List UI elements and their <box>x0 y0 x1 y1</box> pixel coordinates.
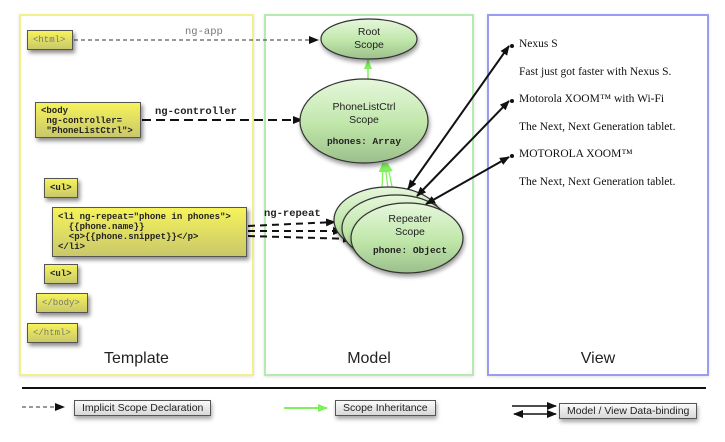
ng-repeat-label: ng-repeat <box>264 208 321 220</box>
view-panel-title: View <box>580 350 616 367</box>
ul-close-tag-box: <ul> <box>44 264 78 284</box>
controller-scope-label: PhoneListCtrl Scope <box>314 101 414 127</box>
binding-arrow-2 <box>416 100 510 197</box>
repeater-scope-property: phone: Object <box>372 245 448 256</box>
view-item-3-name: MOTOROLA XOOM™ <box>519 148 633 160</box>
controller-scope-property: phones: Array <box>326 136 402 147</box>
model-panel-title: Model <box>347 350 391 367</box>
ng-repeat-arrow-3 <box>247 234 353 243</box>
root-scope-label: Root Scope <box>329 26 409 52</box>
view-panel: View <box>487 14 709 376</box>
ng-repeat-arrow-1 <box>247 218 336 227</box>
legend-scope-inheritance: Scope Inheritance <box>335 400 436 416</box>
repeater-scope-line1: Repeater <box>388 213 432 225</box>
legend-implicit-scope: Implicit Scope Declaration <box>74 400 212 416</box>
inheritance-arrow-repeater-1 <box>378 162 387 191</box>
view-bullet-3 <box>510 154 514 158</box>
controller-scope-line1: PhoneListCtrl <box>332 101 396 113</box>
view-item-2-name: Motorola XOOM™ with Wi-Fi <box>519 93 665 105</box>
repeater-scope-label: Repeater Scope <box>370 213 450 239</box>
repeater-scope-node-front <box>350 202 464 274</box>
ul-open-tag-box: <ul> <box>44 178 78 198</box>
view-item-2-snippet: The Next, Next Generation tablet. <box>519 121 676 133</box>
body-controller-tag-box: <body ng-controller= "PhoneListCtrl"> <box>35 102 141 138</box>
body-close-tag-box: </body> <box>36 293 88 313</box>
view-item-3-snippet: The Next, Next Generation tablet. <box>519 176 676 188</box>
view-item-1-snippet: Fast just got faster with Nexus S. <box>519 66 672 78</box>
binding-arrow-3 <box>425 156 510 205</box>
root-scope-node <box>320 18 418 60</box>
li-repeat-tag-box: <li ng-repeat="phone in phones"> {{phone… <box>52 207 247 257</box>
view-bullet-1 <box>510 44 514 48</box>
html-open-tag-box: <html> <box>27 30 73 50</box>
ng-controller-label: ng-controller <box>155 106 237 118</box>
root-scope-line2: Scope <box>354 39 384 51</box>
root-scope-line1: Root <box>357 26 381 38</box>
legend-data-binding: Model / View Data-binding <box>559 403 698 419</box>
ng-app-label: ng-app <box>185 26 223 38</box>
template-panel-title: Template <box>104 350 169 367</box>
view-bullet-2 <box>510 99 514 103</box>
controller-scope-line2: Scope <box>349 114 379 126</box>
view-item-1-name: Nexus S <box>519 38 558 50</box>
repeater-scope-line2: Scope <box>395 226 425 238</box>
html-close-tag-box: </html> <box>27 323 78 343</box>
